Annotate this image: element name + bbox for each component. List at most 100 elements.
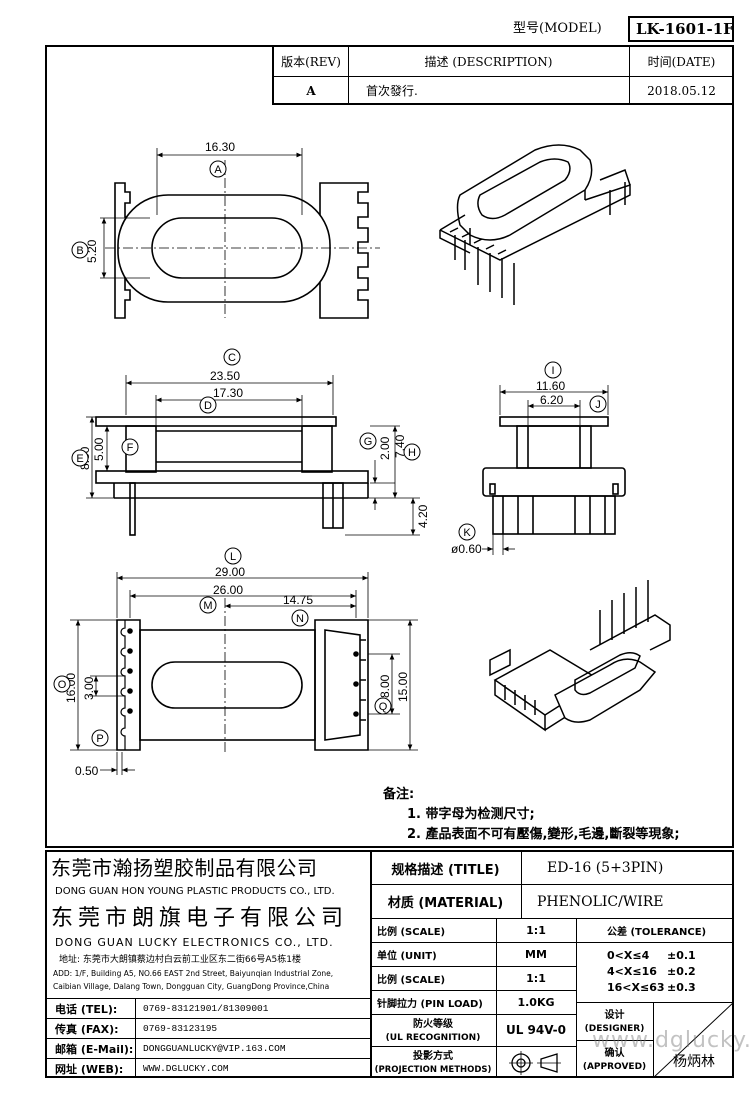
company-name-en-2: DONG GUAN LUCKY ELECTRONICS CO., LTD. <box>55 936 334 949</box>
tel-label: 电话 (TEL): <box>55 1002 118 1016</box>
proj-label-1: 投影方式 <box>413 1051 453 1062</box>
rev-value: A <box>306 83 316 98</box>
front-view <box>95 416 369 536</box>
dim-m-text: 26.00 <box>213 583 243 597</box>
model-label: 型号(MODEL) <box>513 21 602 36</box>
fax-label: 传真 (FAX): <box>55 1022 119 1036</box>
approved-label-1: 确认 <box>604 1048 625 1059</box>
material-label: 材质 (MATERIAL) <box>387 896 504 911</box>
notes-title: 备注: <box>383 787 415 802</box>
dim-i-text: 11.60 <box>536 379 565 393</box>
dim-c-text: 23.50 <box>210 369 240 383</box>
callout-i: I <box>551 365 554 377</box>
callout-c: C <box>228 352 236 364</box>
tel-value: 0769-83121901/81309001 <box>143 1003 269 1014</box>
title-value: ED-16 (5+3PIN) <box>547 860 664 876</box>
description-header: 描述 (DESCRIPTION) <box>424 55 553 69</box>
dim-h-text: 7.40 <box>393 434 407 458</box>
dim-pin-text: 4.20 <box>416 504 430 528</box>
callout-b: B <box>76 245 83 257</box>
dim-b-text: 5.20 <box>85 239 99 263</box>
address-en-2: Caibian Village, Dalang Town, Dongguan C… <box>53 982 330 991</box>
ul-label-2: (UL RECOGNITION) <box>385 1032 481 1043</box>
dim-k-text: ø0.60 <box>451 542 482 556</box>
ul-label-1: 防火等级 <box>413 1019 453 1030</box>
front-view-dims <box>86 375 420 536</box>
bottom-view-dims <box>70 572 418 775</box>
rev-header: 版本(REV) <box>281 55 341 69</box>
date-value: 2018.05.12 <box>647 83 716 98</box>
approved-value: 杨炳林 <box>673 1054 715 1070</box>
revision-table: 版本(REV) 描述 (DESCRIPTION) 时间(DATE) A 首次發行… <box>272 45 734 105</box>
scale2-value: 1:1 <box>526 971 546 985</box>
company-name-cn-1: 东莞市瀚扬塑胶制品有限公司 <box>51 856 318 880</box>
callout-e: E <box>76 453 83 465</box>
pin-load-value: 1.0KG <box>517 995 555 1009</box>
dim-q-text: 8.00 <box>378 674 392 698</box>
technical-drawing: 16.30 5.20 23.50 1 <box>53 140 671 778</box>
callout-l: L <box>230 551 236 563</box>
material-value: PHENOLIC/WIRE <box>537 893 664 910</box>
callout-g: G <box>364 436 373 448</box>
designer-label-2: (DESIGNER) <box>584 1023 645 1034</box>
unit-label: 单位 (UNIT) <box>377 950 437 962</box>
tolerance-title: 公差 (TOLERANCE) <box>607 926 707 938</box>
dim-l-text: 29.00 <box>215 565 245 579</box>
proj-label-2: (PROJECTION METHODS) <box>374 1064 492 1075</box>
description-value: 首次發行. <box>366 84 418 98</box>
email-value: DONGGUANLUCKY@VIP.163.COM <box>143 1043 286 1054</box>
callout-d: D <box>204 400 212 412</box>
top-view-dims <box>100 148 380 318</box>
dim-f-text: 5.00 <box>92 437 106 461</box>
email-label: 邮箱 (E-Mail): <box>55 1042 134 1056</box>
date-header: 时间(DATE) <box>647 55 716 69</box>
dim-g-text: 2.00 <box>378 436 392 460</box>
note-2: 2. 產品表面不可有壓傷,變形,毛邊,斷裂等現象; <box>407 827 680 842</box>
tolerance-value-2: ±0.2 <box>667 964 696 978</box>
web-value: WWW.DGLUCKY.COM <box>143 1063 229 1074</box>
watermark: www.dglucky.com <box>592 1028 750 1053</box>
iso-view-bottom <box>489 580 671 732</box>
tolerance-value-1: ±0.1 <box>667 948 696 962</box>
callout-o: O <box>58 679 67 691</box>
dim-n-text: 14.75 <box>283 593 313 607</box>
callout-f: F <box>127 442 134 454</box>
pin-load-label: 针脚拉力 (PIN LOAD) <box>377 998 483 1010</box>
ul-value: UL 94V-0 <box>505 1023 566 1037</box>
callout-q: Q <box>379 701 388 713</box>
callout-m: M <box>203 600 212 612</box>
dim-d-text: 17.30 <box>213 386 243 400</box>
callout-circles <box>53 160 607 747</box>
designer-label-1: 设计 <box>604 1010 625 1021</box>
title-label: 规格描述 (TITLE) <box>391 862 500 878</box>
projection-symbol-icon <box>509 1051 561 1075</box>
designer-slash <box>653 1002 734 1078</box>
note-1: 1. 带字母为检测尺寸; <box>407 807 535 822</box>
dim-a-text: 16.30 <box>205 140 235 154</box>
company-name-en-1: DONG GUAN HON YOUNG PLASTIC PRODUCTS CO.… <box>55 886 335 897</box>
dim-p-text: 3.00 <box>82 676 96 700</box>
tolerance-range-2: 4<X≤16 <box>607 964 657 978</box>
tolerance-value-3: ±0.3 <box>667 980 696 994</box>
callout-n: N <box>296 613 304 625</box>
callout-a: A <box>214 164 222 176</box>
dim-15-text: 15.00 <box>396 672 410 702</box>
company-name-cn-2: 东莞市朗旗电子有限公司 <box>51 906 349 931</box>
title-block: 东莞市瀚扬塑胶制品有限公司 DONG GUAN HON YOUNG PLASTI… <box>45 850 750 1078</box>
callout-p: P <box>96 733 103 745</box>
callout-j: J <box>595 399 601 411</box>
approved-label-2: (APPROVED) <box>582 1061 647 1072</box>
model-box: LK-1601-1F <box>628 16 734 42</box>
model-value: LK-1601-1F <box>636 20 734 38</box>
scale-label: 比例 (SCALE) <box>377 926 446 938</box>
bottom-view <box>116 619 369 751</box>
tolerance-range-1: 0<X≤4 <box>607 948 650 962</box>
dim-050-text: 0.50 <box>75 764 99 778</box>
side-view-dims <box>482 385 609 555</box>
callout-k: K <box>463 527 471 539</box>
fax-value: 0769-83123195 <box>143 1023 218 1034</box>
iso-view-top <box>439 144 631 305</box>
web-label: 网址 (WEB): <box>55 1062 124 1076</box>
scale-value: 1:1 <box>526 923 546 937</box>
side-view <box>482 416 626 535</box>
